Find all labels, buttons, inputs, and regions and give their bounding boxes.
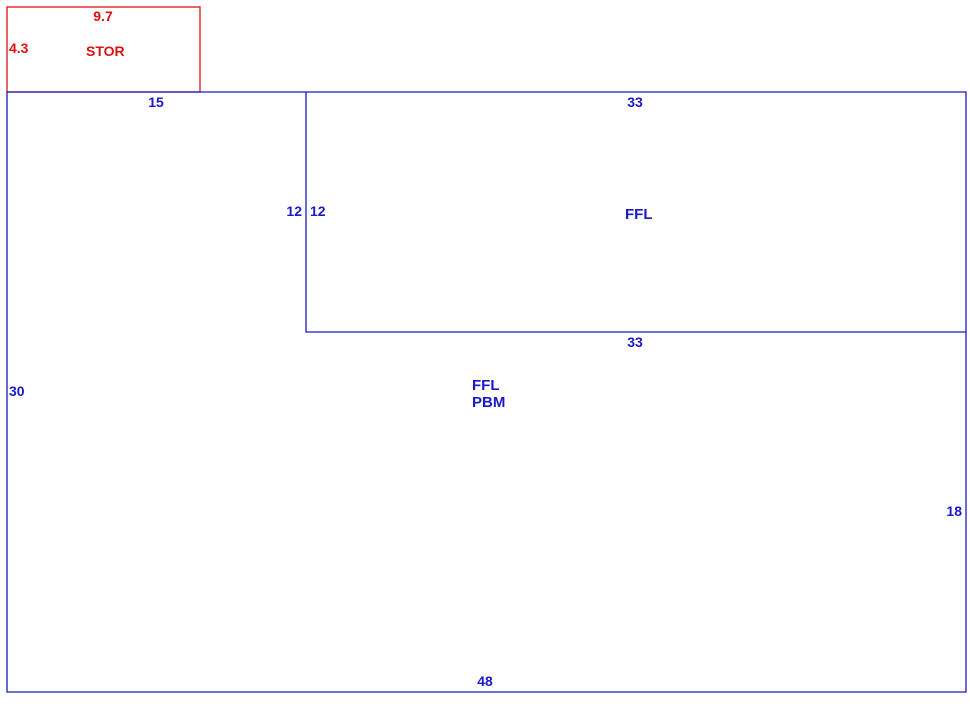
main-dim-left: 30 bbox=[9, 383, 25, 399]
upper-dim-top: 33 bbox=[627, 94, 643, 110]
upper-dim-left: 12 bbox=[310, 203, 326, 219]
upper-dim-bottom: 33 bbox=[627, 334, 643, 350]
upper-section-outline bbox=[305, 92, 966, 333]
storage-dim-top: 9.7 bbox=[93, 8, 113, 24]
main-structure: 15 12 30 18 48 FFL PBM 33 12 FFL 33 bbox=[6, 91, 967, 693]
main-label-pbm: PBM bbox=[472, 394, 505, 411]
storage-area: 9.7 4.3 STOR bbox=[6, 6, 201, 93]
storage-dim-left: 4.3 bbox=[9, 40, 29, 56]
main-dim-bottom: 48 bbox=[477, 673, 493, 689]
main-label-ffl: FFL bbox=[472, 377, 500, 394]
main-outline bbox=[6, 91, 967, 693]
main-dim-inner-step: 12 bbox=[286, 203, 302, 219]
storage-label: STOR bbox=[86, 43, 125, 59]
upper-label: FFL bbox=[625, 206, 653, 223]
main-dim-top: 15 bbox=[148, 94, 164, 110]
main-dim-right: 18 bbox=[946, 503, 962, 519]
